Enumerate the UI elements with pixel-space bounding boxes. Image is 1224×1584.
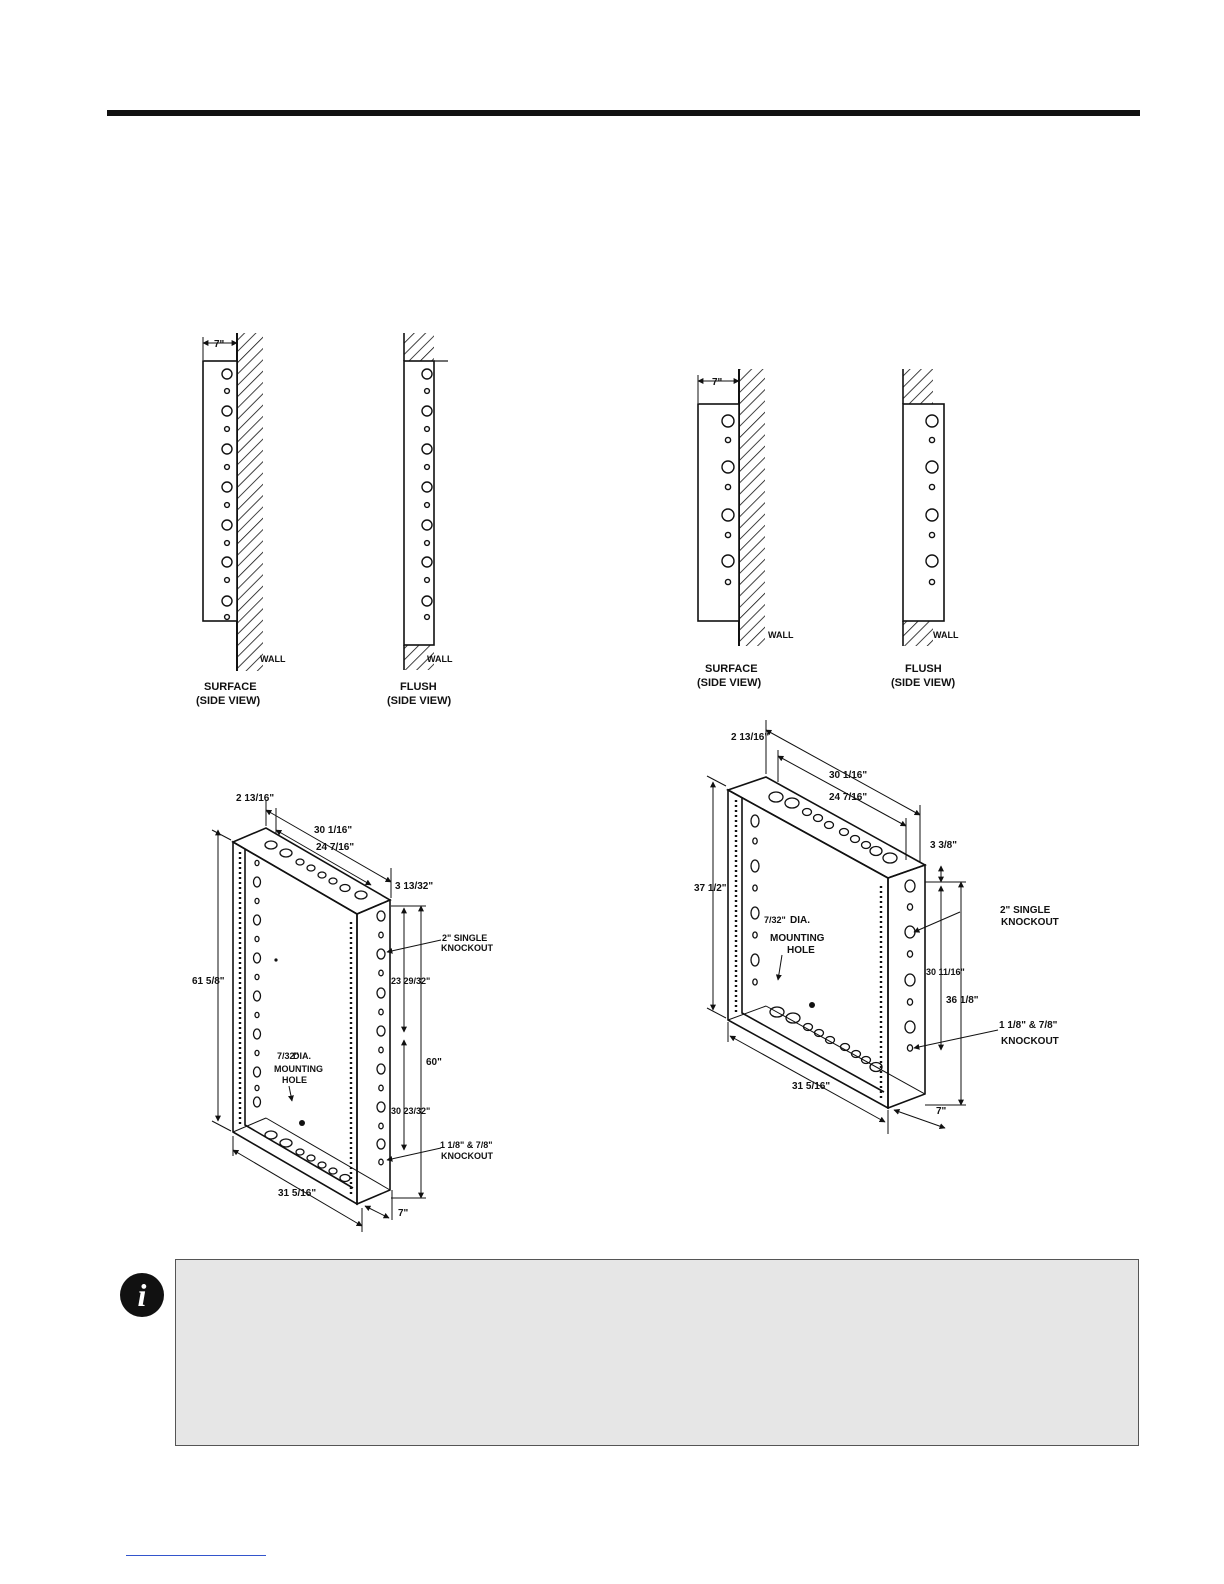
right-dim-depth: 7" [936, 1106, 947, 1117]
left-flush-caption: FLUSH [400, 681, 437, 693]
left-surface-wall-label: WALL [260, 654, 286, 664]
left-small-knockout-line2: KNOCKOUT [441, 1151, 493, 1161]
right-dim-height-outer: 37 1/2" [694, 883, 727, 894]
left-mounting-hole-line3: HOLE [282, 1075, 307, 1085]
right-mounting-hole-size: 7/32" [764, 915, 786, 925]
left-dim-top-inner: 24 7/16" [316, 842, 354, 853]
right-small-knockout-line1: 1 1/8" & 7/8" [999, 1020, 1058, 1031]
left-dim-lower-span: 30 23/32" [391, 1106, 430, 1116]
right-surface-side-view: 7" WALL SURFACE (SIDE VIEW) [697, 369, 794, 689]
right-dim-height-inner: 36 1/8" [946, 995, 979, 1006]
right-flush-caption: FLUSH [905, 663, 942, 675]
left-mounting-hole-line2: MOUNTING [274, 1064, 323, 1074]
right-single-knockout-line2: KNOCKOUT [1001, 917, 1059, 928]
right-mounting-hole-line2: MOUNTING [770, 933, 825, 944]
right-dim-top-inner: 24 7/16" [829, 792, 867, 803]
right-dim-knock-span: 30 11/16" [926, 967, 965, 977]
right-surface-depth-label: 7" [712, 377, 723, 388]
left-surface-depth-label: 7" [214, 339, 225, 350]
left-surface-caption: SURFACE [204, 681, 257, 693]
left-flush-side-view: WALL FLUSH (SIDE VIEW) [387, 333, 453, 707]
left-cabinet-isometric: 2 13/16" 30 1/16" 24 7/16" 3 13/32" 61 5… [192, 793, 493, 1232]
right-small-knockout-line2: KNOCKOUT [1001, 1036, 1059, 1047]
left-mounting-hole-size: 7/32" [277, 1051, 299, 1061]
left-dim-top-outer: 30 1/16" [314, 825, 352, 836]
left-surface-side-view: 7" WALL SURFACE (SIDE VIEW) [196, 333, 286, 707]
note-box [175, 1259, 1139, 1446]
right-flush-side-view: WALL FLUSH (SIDE VIEW) [891, 369, 959, 689]
right-flush-caption-2: (SIDE VIEW) [891, 677, 956, 689]
right-dim-bottom-width: 31 5/16" [792, 1081, 830, 1092]
left-flush-wall-label: WALL [427, 654, 453, 664]
left-dim-bottom-width: 31 5/16" [278, 1188, 316, 1199]
left-flush-caption-2: (SIDE VIEW) [387, 695, 452, 707]
header-rule [107, 110, 1140, 116]
left-surface-caption-2: (SIDE VIEW) [196, 695, 261, 707]
right-mounting-hole-line3: HOLE [787, 945, 815, 956]
cabinet-drawings: 7" WALL SURFACE (SIDE VIEW) WALL FLUSH (… [192, 333, 1059, 1232]
right-single-knockout-line1: 2" SINGLE [1000, 905, 1051, 916]
right-dim-top-outer: 30 1/16" [829, 770, 867, 781]
right-dim-side-depth: 3 3/8" [930, 840, 957, 851]
left-single-knockout-line2: KNOCKOUT [441, 943, 493, 953]
left-dim-side-depth: 3 13/32" [395, 881, 433, 892]
left-dim-flange: 2 13/16" [236, 793, 274, 804]
left-dim-depth: 7" [398, 1208, 409, 1219]
info-icon: i [120, 1273, 164, 1317]
right-surface-caption: SURFACE [705, 663, 758, 675]
left-single-knockout-line1: 2" SINGLE [442, 933, 487, 943]
right-cabinet-isometric: 2 13/16" 30 1/16" 24 7/16" 3 3/8" 37 1/2… [694, 720, 1059, 1134]
right-surface-caption-2: (SIDE VIEW) [697, 677, 762, 689]
right-surface-wall-label: WALL [768, 630, 794, 640]
left-dim-height-outer: 61 5/8" [192, 976, 225, 987]
left-mounting-hole-line1: DIA. [293, 1051, 311, 1061]
left-dim-upper-span: 23 29/32" [391, 976, 430, 986]
right-flush-wall-label: WALL [933, 630, 959, 640]
right-dim-flange: 2 13/16" [731, 732, 769, 743]
right-mounting-hole-line1: DIA. [790, 915, 810, 926]
left-small-knockout-line1: 1 1/8" & 7/8" [440, 1140, 493, 1150]
left-dim-height-inner: 60" [426, 1057, 442, 1068]
footer-link-underline[interactable] [126, 1555, 266, 1556]
